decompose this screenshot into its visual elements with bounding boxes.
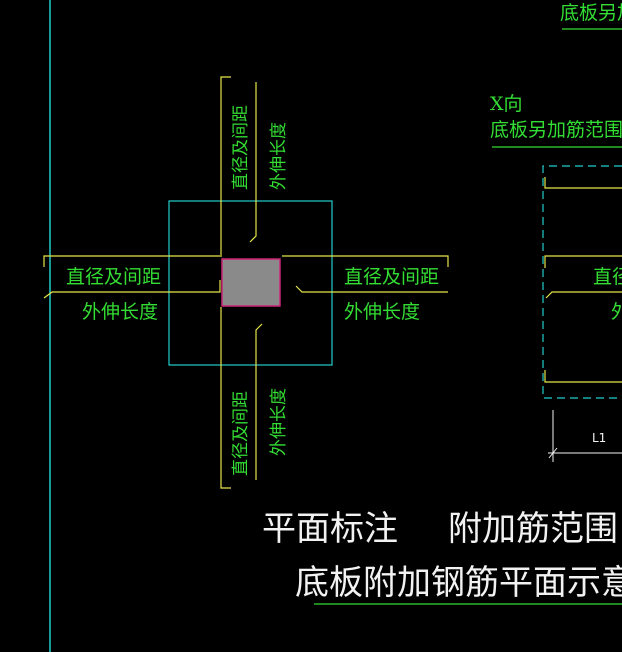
rebar-vertical-top [220, 76, 257, 257]
right-detail-rebar [544, 177, 622, 383]
top-diameter-label: 直径及间距 [231, 105, 251, 190]
left-extension-label: 外伸长度 [82, 301, 158, 323]
extra-bar-range-caption: 附加筋范围 [448, 509, 618, 549]
bottom-diameter-label: 直径及间距 [231, 391, 251, 476]
top-extension-label: 外伸长度 [269, 122, 289, 190]
dimension-l1 [548, 410, 622, 462]
rebar-horizontal-left [43, 255, 221, 299]
extra-range-label: 底板另加筋范围 [490, 119, 622, 141]
right-cut-diameter-label: 直径 [593, 266, 622, 288]
dimension-l1-label: L1 [592, 431, 606, 445]
plan-annotation-caption: 平面标注 [262, 509, 398, 549]
right-extension-label: 外伸长度 [344, 301, 420, 323]
left-diameter-label: 直径及间距 [66, 266, 161, 288]
rebar-horizontal-right [282, 255, 449, 293]
bottom-extension-label: 外伸长度 [269, 388, 289, 456]
x-direction-label: X向 [490, 93, 523, 115]
rebar-vertical-bottom [220, 307, 263, 489]
column-section [221, 258, 281, 307]
top-right-label: 底板另加筋 [560, 2, 622, 24]
figure-title: 底板附加钢筋平面示意图 [295, 563, 622, 603]
foundation-pad-outline [168, 200, 333, 366]
right-diameter-label: 直径及间距 [344, 266, 439, 288]
right-cut-extension-label: 外 [611, 301, 622, 323]
right-detail-outline [542, 165, 622, 399]
